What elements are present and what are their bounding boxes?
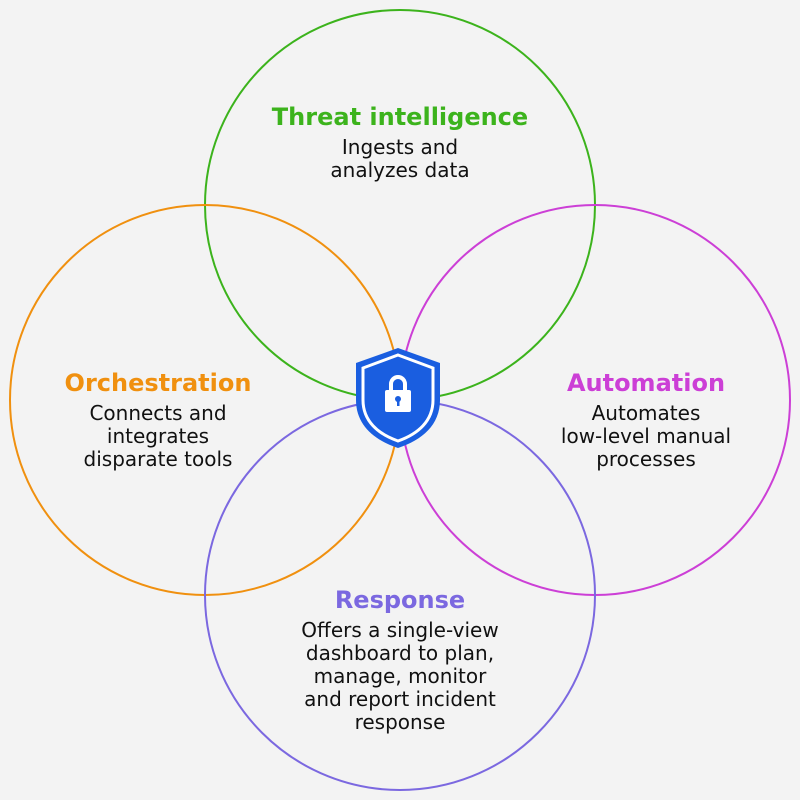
desc-line: and report incident <box>304 687 496 711</box>
orchestration-desc: Connects and integrates disparate tools <box>65 402 252 471</box>
desc-line: manage, monitor <box>313 664 487 688</box>
automation-title: Automation <box>566 369 726 397</box>
response-section: Response Offers a single-view dashboard … <box>301 585 498 734</box>
desc-line: Connects and <box>89 401 227 425</box>
threat-section: Threat intelligence Ingests and analyzes… <box>272 102 528 182</box>
desc-line: response <box>354 710 446 734</box>
desc-line: low-level manual <box>560 424 732 448</box>
orchestration-section: Orchestration Connects and integrates di… <box>65 368 252 471</box>
shield-lock-icon <box>356 348 440 448</box>
automation-desc: Automates low-level manual processes <box>561 402 731 471</box>
threat-desc: Ingests and analyzes data <box>272 136 528 182</box>
desc-line: processes <box>596 447 696 471</box>
response-desc: Offers a single-view dashboard to plan, … <box>301 619 498 734</box>
desc-line: Ingests and <box>341 135 459 159</box>
desc-line: Offers a single-view <box>301 618 499 642</box>
desc-line: dashboard to plan, <box>305 641 495 665</box>
threat-title: Threat intelligence <box>271 103 529 131</box>
orchestration-title: Orchestration <box>64 369 252 397</box>
response-title: Response <box>334 586 466 614</box>
desc-line: integrates <box>106 424 210 448</box>
threat-circle <box>204 9 596 401</box>
automation-section: Automation Automates low-level manual pr… <box>561 368 731 471</box>
desc-line: disparate tools <box>83 447 233 471</box>
desc-line: Automates <box>591 401 701 425</box>
desc-line: analyzes data <box>330 158 470 182</box>
